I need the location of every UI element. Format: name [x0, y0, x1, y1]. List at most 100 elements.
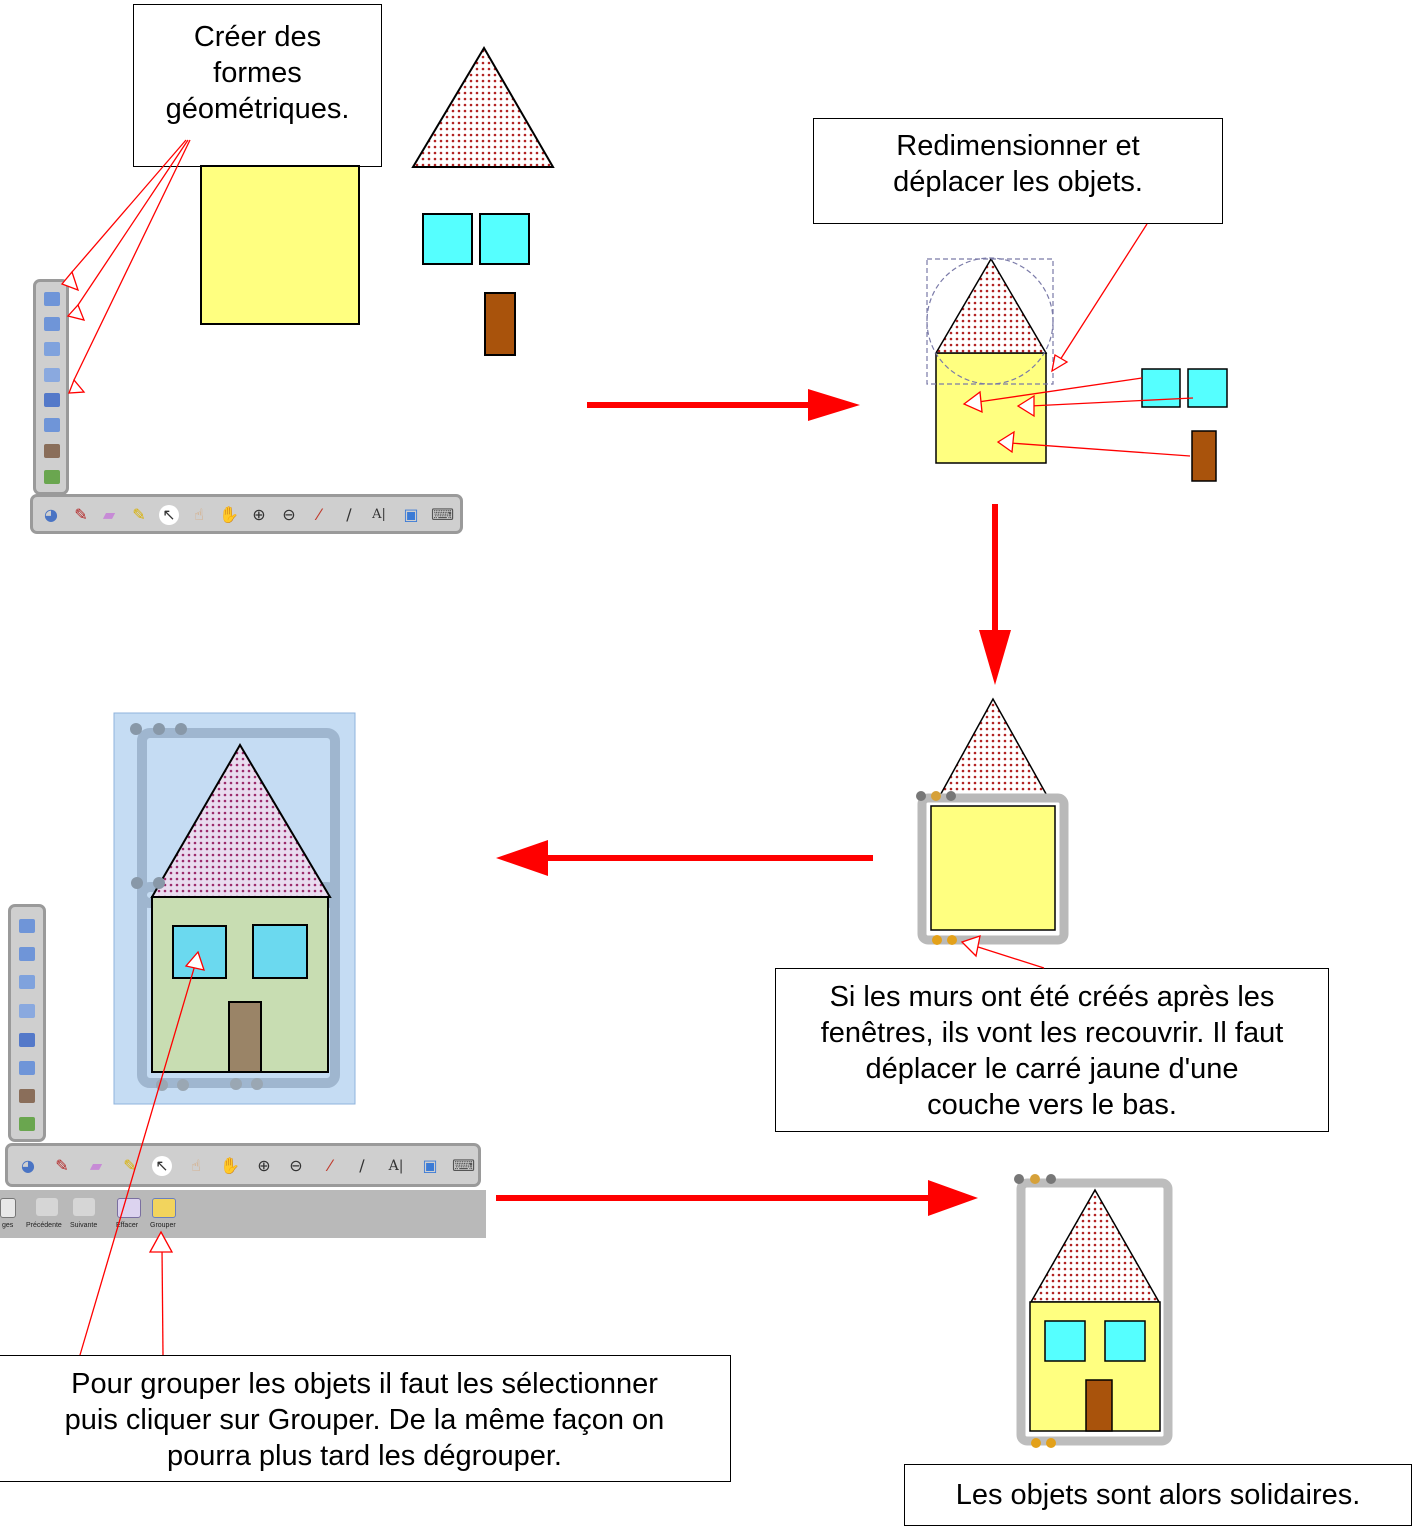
- step3-frame: [916, 697, 1069, 945]
- square-tool-icon[interactable]: [44, 317, 60, 331]
- zoom-out-icon[interactable]: ⊖: [289, 1156, 303, 1175]
- laser-pointer-icon[interactable]: ⁄: [328, 1156, 332, 1175]
- window-right[interactable]: [479, 213, 530, 265]
- text-tool-icon[interactable]: A|: [372, 507, 386, 522]
- layer-up-icon[interactable]: [230, 1078, 242, 1090]
- close-icon[interactable]: [131, 877, 143, 889]
- callout-group-line-3: pourra plus tard les dégrouper.: [167, 1440, 562, 1472]
- layer-up-icon[interactable]: [932, 935, 942, 945]
- zoom-in-icon[interactable]: ⊕: [257, 1156, 271, 1175]
- palette-icon[interactable]: ◕: [44, 505, 58, 524]
- fill-color-icon[interactable]: [19, 1033, 35, 1047]
- pen-icon[interactable]: ✎: [55, 1156, 69, 1175]
- polygon-tool-icon[interactable]: [19, 975, 35, 989]
- duplicate-icon[interactable]: [153, 723, 165, 735]
- step1-shapes: [200, 46, 555, 356]
- previous-arrow-icon[interactable]: [36, 1198, 58, 1216]
- zoom-out-icon[interactable]: ⊖: [282, 505, 296, 524]
- flow-arrow-right-1: [587, 389, 860, 421]
- rectangle-tool-icon[interactable]: [44, 292, 60, 306]
- duplicate-icon[interactable]: [931, 791, 941, 801]
- hand-pointer-icon[interactable]: ☝: [191, 1156, 201, 1175]
- close-icon[interactable]: [1014, 1174, 1024, 1184]
- selection-pointer-icon[interactable]: ↖: [159, 505, 179, 525]
- keyboard-icon[interactable]: ⌨: [431, 505, 455, 524]
- window-left[interactable]: [422, 213, 473, 265]
- callout-group-line-1: Pour grouper les objets il faut les séle…: [71, 1368, 658, 1400]
- laser-pointer-icon[interactable]: ⁄: [317, 505, 321, 524]
- pen-icon[interactable]: ✎: [74, 505, 88, 524]
- shape-edit-icon[interactable]: [44, 418, 60, 432]
- shape-edit-icon[interactable]: [19, 1061, 35, 1075]
- menu-icon[interactable]: [946, 791, 956, 801]
- roof-triangle[interactable]: [1029, 1188, 1161, 1303]
- duplicate-icon[interactable]: [153, 877, 165, 889]
- zoom-in-icon[interactable]: ⊕: [252, 505, 266, 524]
- highlighter-icon[interactable]: ✎: [123, 1156, 137, 1175]
- clear-page-icon[interactable]: [117, 1198, 141, 1218]
- window-left[interactable]: [1044, 1320, 1086, 1362]
- add-page-icon[interactable]: [0, 1198, 16, 1218]
- door[interactable]: [484, 292, 516, 356]
- paint-bucket-icon[interactable]: [19, 1089, 35, 1103]
- flag-icon[interactable]: [19, 1117, 35, 1131]
- layer-down-icon[interactable]: [177, 1079, 189, 1091]
- selection-pointer-icon[interactable]: ↖: [152, 1156, 172, 1176]
- capture-icon[interactable]: ▣: [403, 505, 419, 524]
- roof-triangle[interactable]: [934, 257, 1048, 354]
- layer-down-icon[interactable]: [1046, 1438, 1056, 1448]
- flow-arrow-right-2: [496, 1180, 978, 1216]
- next-arrow-icon[interactable]: [73, 1198, 95, 1216]
- clear-button[interactable]: Effacer: [116, 1222, 139, 1229]
- rectangle-tool-icon[interactable]: [19, 919, 35, 933]
- layer-up-icon[interactable]: [1031, 1438, 1041, 1448]
- square-tool-icon[interactable]: [19, 947, 35, 961]
- group-button[interactable]: Grouper: [150, 1222, 176, 1229]
- window-left[interactable]: [172, 925, 227, 979]
- window-right[interactable]: [1187, 368, 1228, 408]
- pan-hand-icon[interactable]: ✋: [219, 505, 239, 524]
- door[interactable]: [228, 1001, 262, 1073]
- create-pointer-arrows: [60, 139, 191, 394]
- palette-icon[interactable]: ◕: [21, 1156, 35, 1175]
- roof-triangle[interactable]: [935, 697, 1052, 802]
- callout-objects-solid: Les objets sont alors solidaires.: [904, 1464, 1412, 1526]
- text-tool-icon[interactable]: A|: [388, 1158, 404, 1174]
- hand-pointer-icon[interactable]: ☝: [194, 505, 204, 524]
- paint-bucket-icon[interactable]: [44, 444, 60, 458]
- group-objects-icon[interactable]: [152, 1198, 176, 1218]
- fill-color-icon[interactable]: [44, 393, 60, 407]
- line-tool-icon[interactable]: ∕: [346, 505, 352, 524]
- previous-page-button[interactable]: Précédente: [26, 1222, 62, 1229]
- pan-hand-icon[interactable]: ✋: [220, 1156, 240, 1175]
- duplicate-icon[interactable]: [1030, 1174, 1040, 1184]
- window-right[interactable]: [252, 924, 308, 979]
- close-icon[interactable]: [916, 791, 926, 801]
- menu-icon[interactable]: [1046, 1174, 1056, 1184]
- line-tool-icon[interactable]: ∕: [359, 1156, 365, 1175]
- highlighter-icon[interactable]: ✎: [132, 505, 146, 524]
- roof-triangle[interactable]: [411, 46, 555, 168]
- group-frame[interactable]: [1016, 1178, 1173, 1446]
- add-pages-label[interactable]: ges: [2, 1222, 14, 1229]
- keyboard-icon[interactable]: ⌨: [452, 1156, 476, 1175]
- yellow-square[interactable]: [200, 165, 360, 325]
- door[interactable]: [1191, 430, 1217, 482]
- polygon-tool-icon[interactable]: [44, 342, 60, 356]
- menu-icon[interactable]: [175, 723, 187, 735]
- door[interactable]: [1085, 1379, 1113, 1432]
- close-icon[interactable]: [130, 723, 142, 735]
- layer-down-icon[interactable]: [251, 1078, 263, 1090]
- flag-icon[interactable]: [44, 470, 60, 484]
- eraser-icon[interactable]: ▰: [89, 1156, 103, 1175]
- line-style-icon[interactable]: [44, 368, 60, 382]
- window-right[interactable]: [1104, 1320, 1146, 1362]
- object-frame[interactable]: [917, 793, 1069, 945]
- next-page-button[interactable]: Suivante: [70, 1222, 98, 1229]
- capture-icon[interactable]: ▣: [422, 1156, 438, 1175]
- line-style-icon[interactable]: [19, 1004, 35, 1018]
- layer-down-icon[interactable]: [947, 935, 957, 945]
- window-left[interactable]: [1141, 368, 1181, 408]
- eraser-icon[interactable]: ▰: [102, 505, 116, 524]
- yellow-square[interactable]: [930, 805, 1056, 931]
